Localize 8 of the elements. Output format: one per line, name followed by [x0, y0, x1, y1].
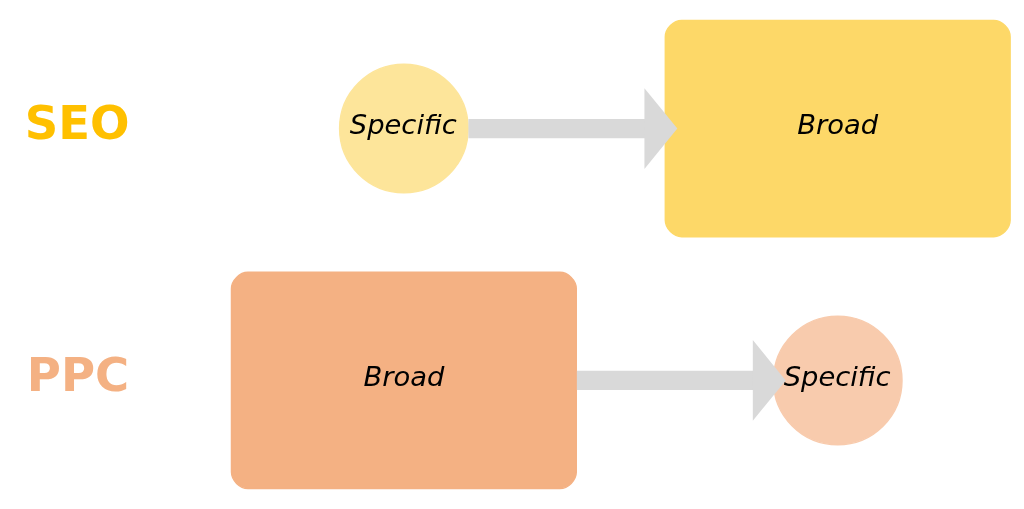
label: PPC — [26, 347, 130, 402]
arrow — [468, 88, 678, 169]
node-circle: Specific — [772, 315, 903, 446]
node-box: Broad — [230, 271, 577, 490]
label: SEO — [24, 96, 130, 151]
node-box: Broad — [664, 19, 1011, 238]
node-circle: Specific — [338, 63, 469, 194]
arrow — [576, 340, 786, 421]
